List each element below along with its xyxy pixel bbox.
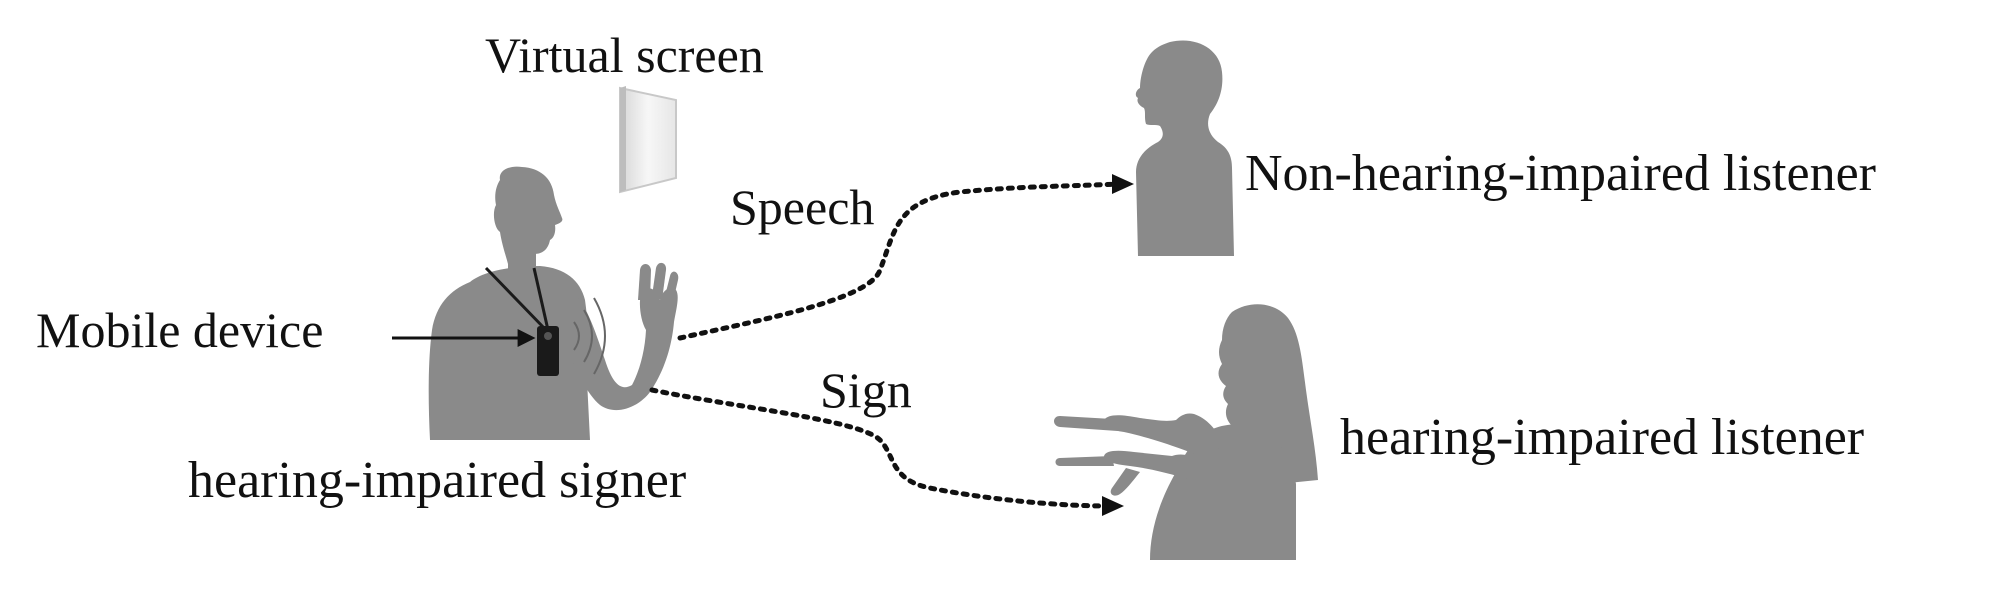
listener-silhouette bbox=[1135, 40, 1234, 257]
speech-label: Speech bbox=[730, 179, 875, 235]
signing-listener-silhouette bbox=[1054, 304, 1318, 560]
speech-arrowhead bbox=[1112, 174, 1134, 194]
sign-arrowhead bbox=[1102, 496, 1124, 516]
non-hearing-impaired-listener-label: Non-hearing-impaired listener bbox=[1245, 145, 1876, 202]
mobile-device-icon bbox=[537, 326, 559, 376]
hearing-impaired-signer-label: hearing-impaired signer bbox=[188, 452, 687, 509]
mobile-device-label: Mobile device bbox=[36, 302, 324, 358]
sign-label: Sign bbox=[820, 362, 912, 418]
speech-path bbox=[677, 181, 1121, 341]
virtual-screen-label: Virtual screen bbox=[485, 27, 764, 83]
lanyard bbox=[484, 266, 550, 332]
signer-silhouette bbox=[428, 166, 679, 440]
hearing-impaired-listener-label: hearing-impaired listener bbox=[1340, 409, 1865, 466]
sound-waves-icon bbox=[573, 297, 606, 375]
virtual-screen-icon bbox=[619, 86, 677, 194]
sign-path bbox=[649, 387, 1111, 509]
